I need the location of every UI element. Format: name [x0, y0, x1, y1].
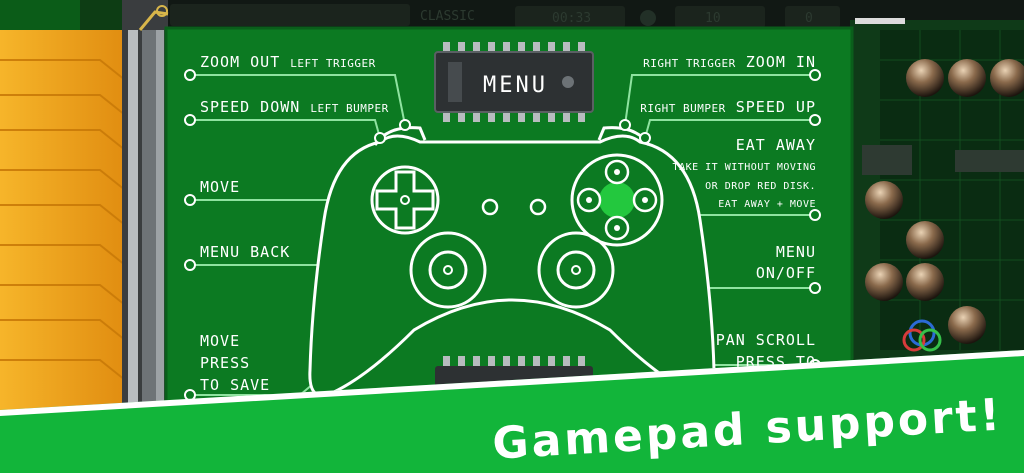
label-eat-away-desc-1: TAKE IT WITHOUT MOVING — [673, 162, 816, 173]
label-menu-back: MENU BACK — [200, 243, 290, 261]
label-menu-toggle-line1: MENU — [776, 243, 816, 261]
top-status-bar: CLASSIC 00:33 10 0 — [0, 0, 1024, 30]
connector-strip — [122, 0, 169, 420]
counter-display: 10 — [705, 11, 721, 26]
label-speed-up: RIGHT BUMPER SPEED UP — [640, 98, 816, 116]
left-thumbstick[interactable] — [409, 231, 487, 309]
right-thumbstick[interactable] — [537, 231, 615, 309]
back-button[interactable] — [481, 198, 499, 216]
label-move: MOVE — [200, 178, 240, 196]
label-eat-away-desc-3: EAT AWAY + MOVE — [718, 199, 816, 210]
label-speed-down: SPEED DOWN LEFT BUMPER — [200, 98, 389, 116]
menu-chip[interactable]: MENU — [434, 42, 594, 122]
label-move-save-line3: TO SAVE — [200, 376, 270, 394]
timer-display: 00:33 — [552, 11, 591, 26]
menu-chip-label: MENU — [483, 73, 548, 98]
score-display: 0 — [805, 11, 813, 26]
label-eat-away-desc-2: OR DROP RED DISK. — [705, 181, 816, 192]
label-eat-away: EAT AWAY — [736, 136, 816, 154]
label-zoom-out: ZOOM OUT LEFT TRIGGER — [200, 53, 376, 71]
dpad[interactable] — [370, 165, 440, 235]
label-move-save-line1: MOVE — [200, 332, 240, 350]
label-menu-toggle-line2: ON/OFF — [756, 264, 816, 282]
promo-banner: Gamepad support! — [0, 350, 1024, 473]
label-move-save-line2: PRESS — [200, 354, 250, 372]
start-button[interactable] — [529, 198, 547, 216]
mode-label: CLASSIC — [420, 9, 475, 24]
face-buttons[interactable] — [570, 153, 664, 247]
label-pan-scroll-line1: PAN SCROLL — [716, 331, 816, 349]
ribbon-cable — [0, 0, 128, 418]
label-zoom-in: RIGHT TRIGGER ZOOM IN — [643, 53, 816, 71]
